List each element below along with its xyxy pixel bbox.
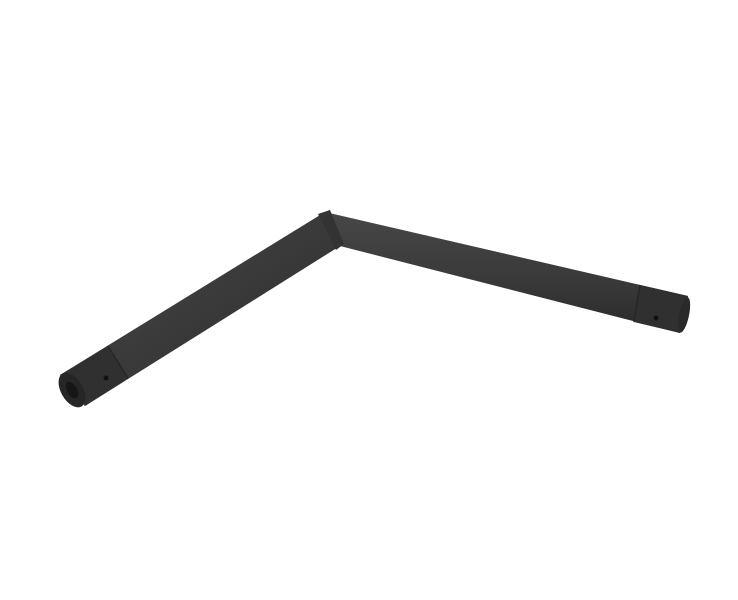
tube-left-pin-hole: [103, 375, 109, 381]
tube-elbow-joint: [318, 210, 344, 250]
tube-left-thread-seam: [107, 345, 129, 379]
tube-right-threaded-end: [634, 285, 688, 333]
tube-right-end-cap: [677, 297, 691, 333]
tube-right-pin-hole: [653, 315, 659, 321]
tube-right-thread-seam: [633, 284, 641, 323]
tube-right-arm: [325, 212, 688, 333]
tube-left-end-hole: [65, 381, 79, 399]
tube-left-arm: [60, 212, 340, 406]
